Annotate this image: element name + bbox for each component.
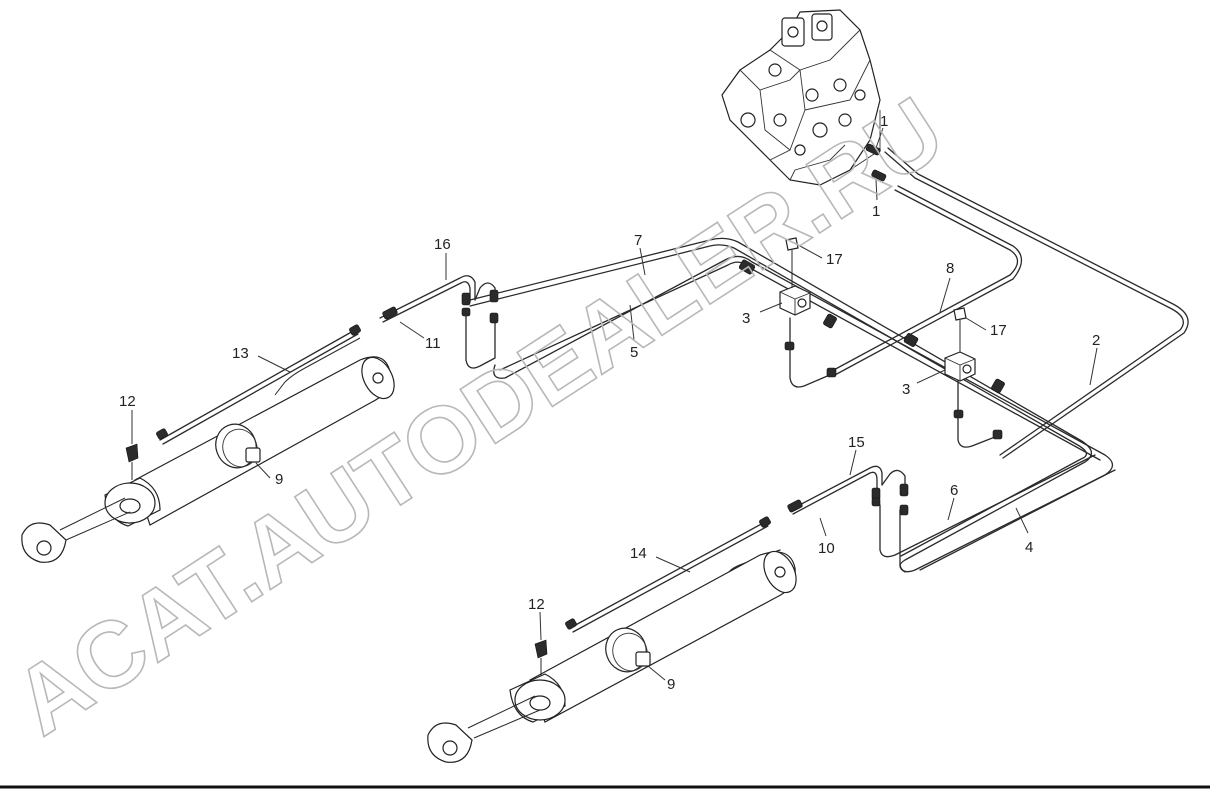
pipe-16	[379, 275, 476, 319]
callout-15: 15	[848, 434, 865, 451]
leader-lines	[131, 127, 1098, 681]
callout-6: 6	[950, 482, 958, 499]
hydraulic-cylinder-upper	[21, 356, 395, 563]
watermark-text: ACAT.AUTODEALER.RU	[0, 77, 961, 755]
control-valve	[721, 9, 887, 186]
pipe-13	[159, 329, 356, 441]
callout-11: 11	[425, 335, 441, 352]
pipe-8	[829, 189, 1019, 373]
pipe-4	[899, 469, 1116, 573]
callout-10: 10	[818, 540, 835, 557]
callout-1a: 1	[880, 113, 888, 130]
callout-2: 2	[1092, 332, 1100, 349]
callout-12a: 12	[119, 393, 136, 410]
callout-12b: 12	[528, 596, 545, 613]
hose-clamp-upper	[215, 423, 261, 469]
callout-9b: 9	[667, 676, 675, 693]
callout-8: 8	[946, 260, 954, 277]
pipe-6	[879, 454, 1096, 558]
callouts: 1 1 2 3 3 4 5 6 7 8 9 9 10 11 12 12 13 1…	[119, 113, 1100, 693]
pipe-routes	[159, 147, 1189, 633]
pipe-11	[465, 311, 496, 369]
callout-17a: 17	[826, 251, 843, 268]
watermark: ACAT.AUTODEALER.RU	[0, 76, 962, 755]
callout-7: 7	[634, 232, 642, 249]
pipe-14	[569, 521, 766, 629]
callout-9a: 9	[275, 471, 283, 488]
callout-17b: 17	[990, 322, 1007, 339]
callout-4: 4	[1025, 539, 1033, 556]
hose-clamp-lower	[605, 627, 651, 673]
callout-5: 5	[630, 344, 638, 361]
callout-3b: 3	[902, 381, 910, 398]
callout-14: 14	[630, 545, 647, 562]
callout-13: 13	[232, 345, 249, 362]
pipe-15	[789, 465, 883, 511]
tee-block-upper	[779, 237, 811, 316]
callout-3a: 3	[742, 310, 750, 327]
callout-1b: 1	[872, 203, 880, 220]
tee-block-lower	[944, 307, 976, 382]
pipe-5	[493, 255, 1114, 571]
pipe-2	[884, 151, 1184, 456]
callout-16: 16	[434, 236, 451, 253]
hydraulic-cylinder-lower	[427, 550, 797, 763]
